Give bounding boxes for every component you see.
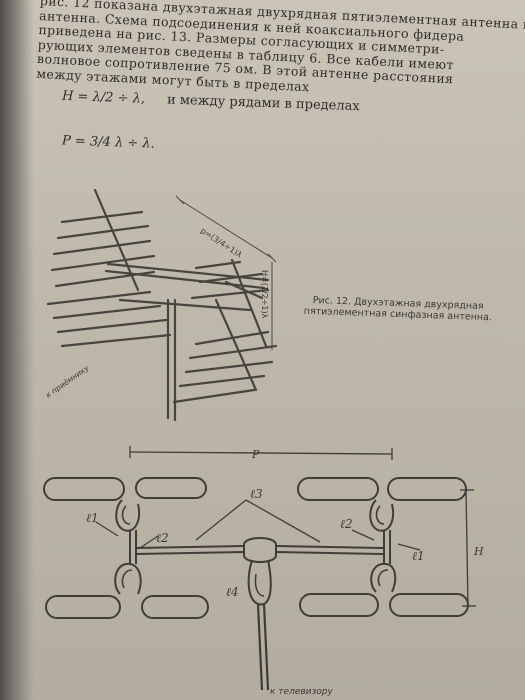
fig13-feeder-label: к телевизору — [270, 687, 334, 697]
fig13-label-l2-left: ℓ2 — [156, 531, 169, 545]
fig13-dimension-p: P — [251, 448, 260, 461]
fig13-label-l3: ℓ3 — [250, 487, 263, 501]
fig13-label-l2-right: ℓ2 — [340, 517, 353, 531]
fig13-label-l1-right: ℓ1 — [412, 549, 425, 563]
page-gutter-shadow — [0, 0, 34, 700]
fig12-dimension-h: H=(1/2÷1)λ — [260, 270, 269, 319]
fig13-label-l4: ℓ4 — [226, 585, 239, 599]
fig13-dimension-h: H — [473, 545, 484, 558]
fig13-label-l1-left: ℓ1 — [86, 511, 99, 525]
